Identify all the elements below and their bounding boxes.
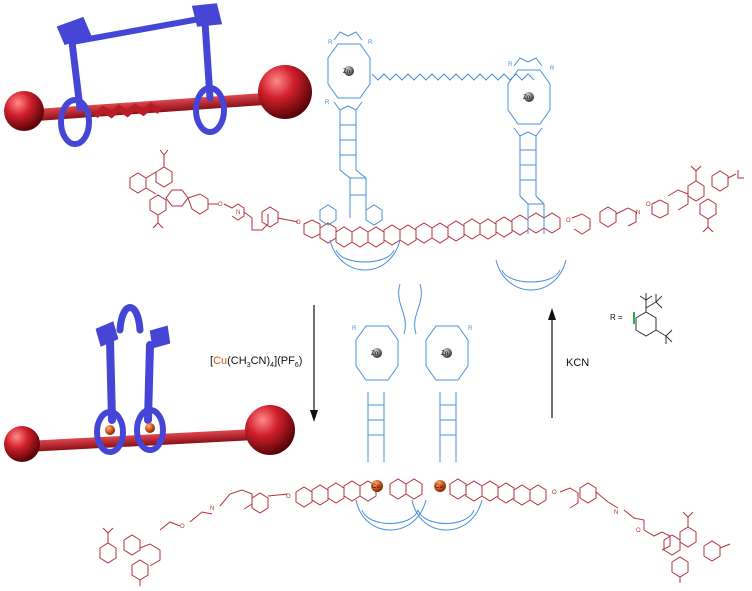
svg-text:N: N — [210, 506, 214, 512]
model-cu-rotaxane — [4, 304, 295, 462]
svg-text:Zn: Zn — [343, 69, 350, 75]
svg-text:N: N — [236, 210, 240, 216]
svg-text:R: R — [550, 66, 555, 72]
svg-text:O: O — [646, 202, 651, 208]
stopper-ball-right — [258, 65, 312, 119]
svg-text:R: R — [508, 62, 513, 68]
zn-atom-bottom-left — [372, 348, 382, 358]
macrocycle-folded — [94, 304, 171, 455]
svg-text:Zn: Zn — [441, 351, 448, 357]
stopper-ball-left — [4, 91, 44, 131]
axle-bumps — [93, 102, 161, 119]
svg-text:Zn: Zn — [371, 351, 378, 357]
svg-text:Zn: Zn — [523, 95, 530, 101]
axle-rod-2 — [18, 428, 268, 453]
model-free-rotaxane — [4, 3, 312, 147]
arrow-reverse — [548, 308, 556, 418]
svg-text:R: R — [352, 326, 357, 332]
r-group-definition: R = — [610, 293, 673, 344]
svg-text:R: R — [325, 100, 330, 106]
cu-atom-1 — [371, 480, 383, 492]
svg-text:O: O — [180, 524, 185, 530]
top-macrocycle: Zn R R R Zn R R — [319, 31, 567, 291]
svg-text:R =: R = — [610, 313, 623, 322]
svg-text:O: O — [218, 202, 223, 208]
svg-text:N: N — [614, 510, 618, 516]
macrocycle-frame — [56, 3, 227, 147]
svg-text:R: R — [368, 40, 373, 46]
svg-text:Cu: Cu — [435, 484, 443, 490]
bottom-thread: O N O O N O — [99, 478, 731, 586]
zn-atom-bottom-right — [442, 348, 452, 358]
svg-text:Cu: Cu — [372, 484, 380, 490]
svg-text:R: R — [468, 326, 473, 332]
stopper-ball-right-2 — [245, 405, 295, 455]
top-thread: O N O O N O — [129, 149, 744, 248]
svg-text:N: N — [636, 210, 640, 216]
reagent-cu-label: [Cu(CH3CN)4](PF6) — [210, 355, 302, 369]
zn-atom-top-right — [524, 92, 534, 102]
svg-text:O: O — [566, 218, 571, 224]
cu-atom-2 — [434, 480, 446, 492]
bottom-macrocycle: Zn Zn R R — [352, 283, 483, 531]
svg-text:O: O — [636, 528, 641, 534]
zn-atom-top-left — [344, 66, 354, 76]
arrow-forward — [310, 305, 318, 422]
cu-ion-model-2 — [145, 423, 155, 433]
svg-text:R: R — [328, 40, 333, 46]
svg-text:O: O — [286, 494, 291, 500]
stopper-ball-left-2 — [4, 426, 40, 462]
svg-text:O: O — [296, 220, 301, 226]
reagent-kcn-label: KCN — [566, 357, 589, 369]
cu-ion-model-1 — [105, 425, 115, 435]
svg-text:O: O — [552, 490, 557, 496]
